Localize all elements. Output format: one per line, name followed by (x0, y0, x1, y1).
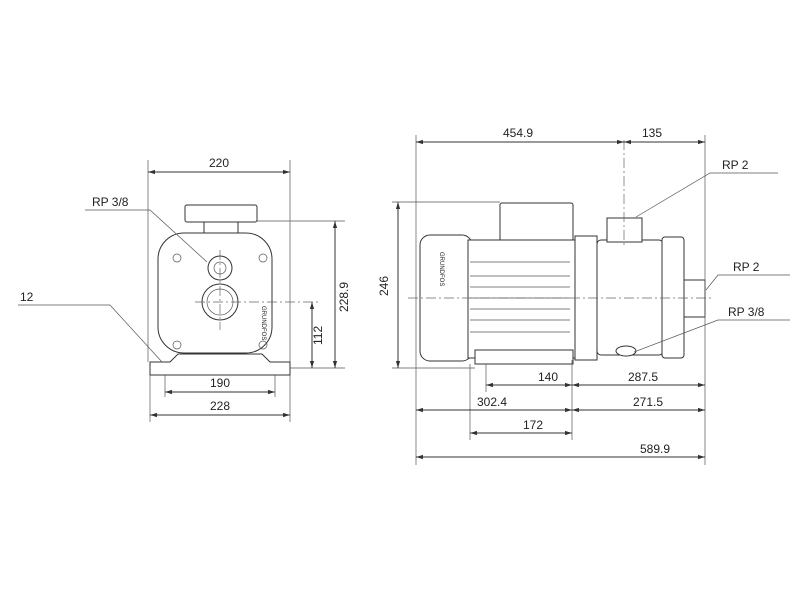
dim-135: 135 (642, 126, 662, 140)
outlet-port-side (606, 217, 643, 243)
terminal-box-side (499, 202, 574, 242)
dim-220: 220 (209, 156, 229, 170)
dim-112: 112 (311, 326, 325, 345)
dim-140: 140 (538, 370, 558, 384)
side-view: GRUNDFOS 454.9 135 RP 2 246 RP 2 RP 3/8 … (377, 126, 790, 465)
base-feet (149, 353, 291, 376)
label-rp38-side: RP 3/8 (728, 305, 765, 319)
dim-454-9: 454.9 (503, 126, 533, 140)
dim-228-9: 228.9 (337, 282, 351, 312)
terminal-box (184, 204, 258, 223)
drain-plug (615, 345, 637, 357)
logo-front: GRUNDFOS (260, 306, 266, 340)
dim-228: 228 (210, 399, 230, 413)
pump-chamber (596, 239, 664, 356)
bolt-icons (172, 253, 268, 350)
logo-side: GRUNDFOS (438, 252, 444, 286)
dim-172: 172 (523, 418, 543, 432)
outlet-port-front (203, 221, 239, 235)
motor-foot (474, 349, 574, 365)
label-rp2-top: RP 2 (722, 158, 749, 172)
label-rp2-right: RP 2 (733, 260, 760, 274)
dim-246: 246 (377, 276, 391, 296)
dim-302-4: 302.4 (477, 395, 507, 409)
front-view: GRUNDFOS 220 RP 3/8 12 228.9 112 190 228 (18, 156, 351, 422)
dim-190: 190 (210, 376, 230, 390)
inlet-port-side (683, 279, 706, 318)
label-rp38-front: RP 3/8 (92, 195, 129, 209)
dim-271-5: 271.5 (633, 395, 663, 409)
motor-body (467, 239, 576, 359)
dim-589-9: 589.9 (640, 442, 670, 456)
dim-287-5: 287.5 (628, 370, 658, 384)
dim-12: 12 (20, 290, 34, 304)
